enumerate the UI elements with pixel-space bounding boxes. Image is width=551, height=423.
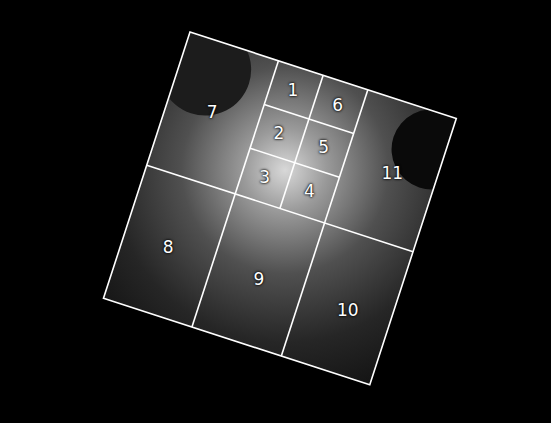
grid-line — [281, 90, 368, 356]
region-number: 10 — [337, 302, 359, 319]
region-number: 7 — [207, 104, 218, 121]
region-number: 6 — [332, 97, 343, 114]
region-number: 1 — [287, 82, 298, 99]
outer-frame — [103, 32, 456, 385]
region-grid — [84, 12, 485, 393]
region-number: 11 — [381, 165, 403, 182]
region-number: 9 — [254, 271, 265, 288]
region-number: 2 — [274, 125, 285, 142]
galaxy-glow — [103, 32, 456, 385]
region-number: 3 — [259, 169, 270, 186]
masked-source — [147, 32, 263, 127]
grid-line — [280, 75, 323, 208]
region-number: 4 — [304, 183, 315, 200]
region-number: 5 — [318, 139, 329, 156]
region-number: 8 — [163, 239, 174, 256]
grid-line — [192, 61, 279, 327]
